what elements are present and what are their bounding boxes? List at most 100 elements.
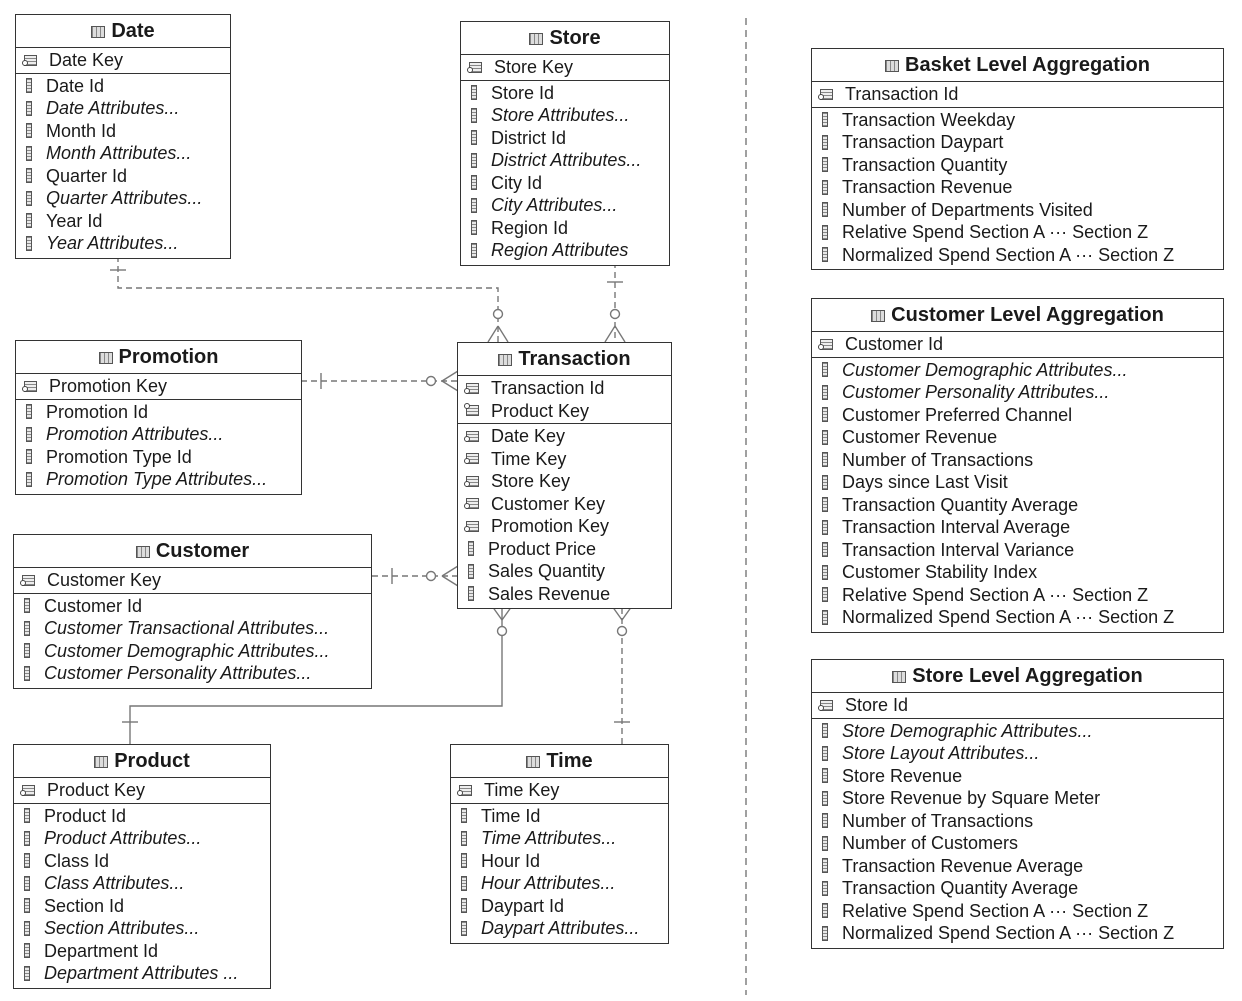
attribute-row[interactable]: Date Id	[16, 75, 230, 98]
attribute-row[interactable]: Month Id	[16, 120, 230, 143]
attribute-row[interactable]: Store Revenue	[812, 765, 1223, 788]
attribute-row[interactable]: Product Id	[14, 805, 270, 828]
attribute-row[interactable]: District Attributes...	[461, 149, 669, 172]
attribute-row[interactable]: Transaction Weekday	[812, 109, 1223, 132]
attribute-row[interactable]: Year Attributes...	[16, 232, 230, 255]
key-row[interactable]: Product Key	[14, 779, 270, 802]
attribute-row[interactable]: Date Key	[458, 425, 671, 448]
attribute-row[interactable]: Relative Spend Section A ··· Section Z	[812, 900, 1223, 923]
attribute-row[interactable]: Department Id	[14, 940, 270, 963]
attribute-row[interactable]: Customer Revenue	[812, 426, 1223, 449]
attribute-row[interactable]: Transaction Daypart	[812, 131, 1223, 154]
attribute-row[interactable]: Store Key	[458, 470, 671, 493]
attribute-row[interactable]: Hour Id	[451, 850, 668, 873]
attribute-row[interactable]: Store Id	[461, 82, 669, 105]
attribute-row[interactable]: Time Attributes...	[451, 827, 668, 850]
attribute-row[interactable]: Transaction Interval Average	[812, 516, 1223, 539]
key-label: Date Key	[49, 50, 124, 70]
attribute-row[interactable]: Normalized Spend Section A ··· Section Z	[812, 606, 1223, 629]
attribute-row[interactable]: Time Key	[458, 448, 671, 471]
attribute-row[interactable]: Customer Id	[14, 595, 371, 618]
key-row[interactable]: Customer Key	[14, 569, 371, 592]
attribute-row[interactable]: Store Demographic Attributes...	[812, 720, 1223, 743]
key-row[interactable]: Customer Id	[812, 333, 1223, 356]
attribute-row[interactable]: Date Attributes...	[16, 97, 230, 120]
attribute-row[interactable]: Section Attributes...	[14, 917, 270, 940]
attribute-row[interactable]: Time Id	[451, 805, 668, 828]
attribute-row[interactable]: Customer Demographic Attributes...	[14, 640, 371, 663]
attribute-row[interactable]: Customer Personality Attributes...	[14, 662, 371, 685]
attribute-row[interactable]: Department Attributes ...	[14, 962, 270, 985]
attribute-row[interactable]: Class Id	[14, 850, 270, 873]
attribute-row[interactable]: Product Price	[458, 538, 671, 561]
attribute-row[interactable]: Hour Attributes...	[451, 872, 668, 895]
attribute-row[interactable]: Promotion Attributes...	[16, 423, 301, 446]
attribute-row[interactable]: Promotion Key	[458, 515, 671, 538]
attribute-row[interactable]: Customer Demographic Attributes...	[812, 359, 1223, 382]
attribute-row[interactable]: Quarter Id	[16, 165, 230, 188]
key-row[interactable]: Transaction Id	[458, 377, 671, 400]
attribute-row[interactable]: Relative Spend Section A ··· Section Z	[812, 584, 1223, 607]
attribute-row[interactable]: Transaction Interval Variance	[812, 539, 1223, 562]
attribute-row[interactable]: District Id	[461, 127, 669, 150]
key-row[interactable]: Store Key	[461, 56, 669, 79]
attribute-row[interactable]: Product Attributes...	[14, 827, 270, 850]
attribute-row[interactable]: Promotion Type Attributes...	[16, 468, 301, 491]
attribute-row[interactable]: Year Id	[16, 210, 230, 233]
attribute-row[interactable]: Quarter Attributes...	[16, 187, 230, 210]
attribute-row[interactable]: Number of Transactions	[812, 449, 1223, 472]
key-row[interactable]: Time Key	[451, 779, 668, 802]
attribute-row[interactable]: Sales Quantity	[458, 560, 671, 583]
attribute-row[interactable]: Class Attributes...	[14, 872, 270, 895]
key-row[interactable]: Product Key	[458, 400, 671, 423]
key-row[interactable]: Date Key	[16, 49, 230, 72]
attribute-row[interactable]: Store Revenue by Square Meter	[812, 787, 1223, 810]
attribute-row[interactable]: Normalized Spend Section A ··· Section Z	[812, 244, 1223, 267]
attribute-row[interactable]: Normalized Spend Section A ··· Section Z	[812, 922, 1223, 945]
key-label: Transaction Id	[845, 84, 959, 104]
attribute-row[interactable]: Section Id	[14, 895, 270, 918]
attribute-row[interactable]: City Attributes...	[461, 194, 669, 217]
attribute-row[interactable]: Transaction Revenue Average	[812, 855, 1223, 878]
attribute-row[interactable]: Customer Stability Index	[812, 561, 1223, 584]
key-row[interactable]: Transaction Id	[812, 83, 1223, 106]
attribute-row[interactable]: Store Attributes...	[461, 104, 669, 127]
attribute-row[interactable]: Relative Spend Section A ··· Section Z	[812, 221, 1223, 244]
attribute-row[interactable]: Number of Departments Visited	[812, 199, 1223, 222]
attribute-row[interactable]: Days since Last Visit	[812, 471, 1223, 494]
attribute-label: Promotion Attributes...	[46, 424, 224, 444]
key-row[interactable]: Promotion Key	[16, 375, 301, 398]
attribute-row[interactable]: Transaction Quantity Average	[812, 494, 1223, 517]
attribute-row[interactable]: Month Attributes...	[16, 142, 230, 165]
attribute-row[interactable]: Transaction Revenue	[812, 176, 1223, 199]
attribute-row[interactable]: Customer Personality Attributes...	[812, 381, 1223, 404]
attribute-row[interactable]: Customer Transactional Attributes...	[14, 617, 371, 640]
attribute-row[interactable]: Number of Customers	[812, 832, 1223, 855]
attribute-icon	[822, 564, 828, 580]
attribute-row[interactable]: Number of Transactions	[812, 810, 1223, 833]
attribute-row[interactable]: Store Layout Attributes...	[812, 742, 1223, 765]
key-row[interactable]: Store Id	[812, 694, 1223, 717]
attribute-row[interactable]: Region Id	[461, 217, 669, 240]
attribute-row[interactable]: Region Attributes	[461, 239, 669, 262]
attribute-row[interactable]: Customer Key	[458, 493, 671, 516]
attribute-row[interactable]: Transaction Quantity	[812, 154, 1223, 177]
attribute-row[interactable]: City Id	[461, 172, 669, 195]
attribute-row[interactable]: Daypart Id	[451, 895, 668, 918]
attribute-row[interactable]: Transaction Quantity Average	[812, 877, 1223, 900]
attribute-row[interactable]: Promotion Id	[16, 401, 301, 424]
attribute-row[interactable]: Promotion Type Id	[16, 446, 301, 469]
attribute-row[interactable]: Sales Revenue	[458, 583, 671, 606]
attribute-row[interactable]: Customer Preferred Channel	[812, 404, 1223, 427]
attribute-row[interactable]: Daypart Attributes...	[451, 917, 668, 940]
